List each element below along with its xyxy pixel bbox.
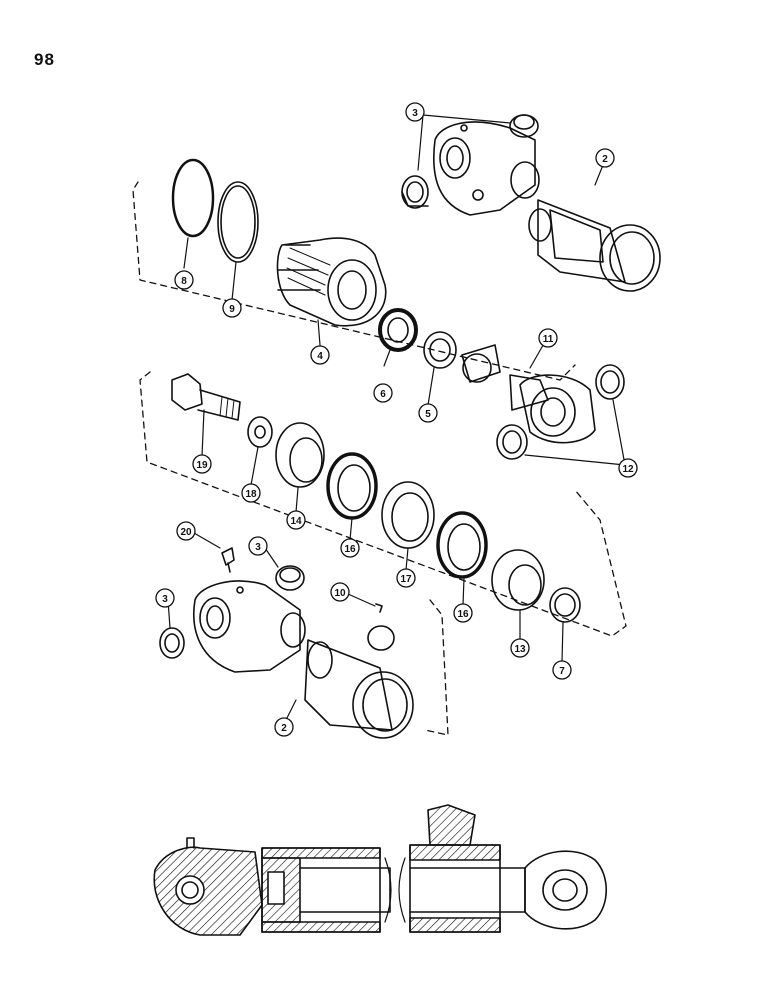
callout-5: 5 — [418, 403, 438, 423]
callout-16a: 16 — [340, 538, 360, 558]
callout-12: 12 — [618, 458, 638, 478]
callout-13: 13 — [510, 638, 530, 658]
callout-20: 20 — [176, 521, 196, 541]
barrel-lower — [159, 547, 414, 739]
callout-2b: 2 — [274, 717, 294, 737]
group-outline-piston — [139, 371, 627, 637]
callout-4: 4 — [310, 345, 330, 365]
svg-text:3: 3 — [162, 594, 168, 605]
snap-ring — [171, 158, 215, 238]
svg-text:8: 8 — [181, 276, 187, 287]
svg-text:3: 3 — [255, 542, 261, 553]
svg-text:9: 9 — [229, 304, 235, 315]
callouts: 3 2 8 9 4 6 5 11 12 19 18 14 16 17 16 13… — [155, 102, 638, 737]
svg-text:7: 7 — [559, 666, 565, 677]
callout-18: 18 — [241, 483, 261, 503]
callout-6: 6 — [373, 383, 393, 403]
svg-text:17: 17 — [400, 574, 412, 585]
piston — [275, 422, 325, 488]
page-number: 98 — [34, 50, 55, 69]
piston-seal-2 — [436, 511, 488, 579]
wiper-seal — [378, 308, 418, 352]
svg-text:2: 2 — [281, 723, 287, 734]
assembly-section — [153, 804, 607, 936]
group-outline-rod-end — [424, 599, 449, 736]
svg-text:16: 16 — [457, 609, 469, 620]
rod-seal — [423, 331, 457, 369]
callout-3b: 3 — [248, 536, 268, 556]
svg-text:13: 13 — [514, 644, 526, 655]
callout-2a: 2 — [595, 148, 615, 168]
svg-text:2: 2 — [602, 154, 608, 165]
washer — [247, 416, 273, 448]
svg-text:12: 12 — [622, 464, 634, 475]
svg-text:3: 3 — [412, 108, 418, 119]
group-outline-gland — [132, 181, 576, 381]
svg-text:16: 16 — [344, 544, 356, 555]
callout-3c: 3 — [155, 588, 175, 608]
gland — [276, 237, 387, 327]
callout-8: 8 — [174, 270, 194, 290]
callout-14: 14 — [286, 510, 306, 530]
callout-19: 19 — [192, 454, 212, 474]
rod-eye — [461, 344, 625, 460]
svg-text:5: 5 — [425, 409, 431, 420]
piston-nut — [491, 549, 545, 611]
rod-bushing — [549, 587, 581, 623]
callout-9: 9 — [222, 298, 242, 318]
svg-text:11: 11 — [543, 334, 554, 345]
callout-16b: 16 — [453, 603, 473, 623]
callout-17: 17 — [396, 568, 416, 588]
callout-7: 7 — [552, 660, 572, 680]
o-ring — [217, 181, 259, 263]
svg-text:6: 6 — [380, 389, 386, 400]
bolt — [171, 373, 241, 421]
barrel-end-top — [401, 114, 661, 292]
piston-seal-1 — [326, 452, 378, 520]
callout-10: 10 — [330, 582, 350, 602]
svg-text:20: 20 — [180, 527, 192, 538]
callout-11: 11 — [538, 328, 558, 348]
callout-3a: 3 — [405, 102, 425, 122]
svg-text:4: 4 — [317, 351, 323, 362]
wear-ring — [381, 481, 435, 549]
svg-text:19: 19 — [196, 460, 208, 471]
svg-text:10: 10 — [334, 588, 346, 599]
svg-text:18: 18 — [245, 489, 257, 500]
svg-text:14: 14 — [290, 516, 302, 527]
